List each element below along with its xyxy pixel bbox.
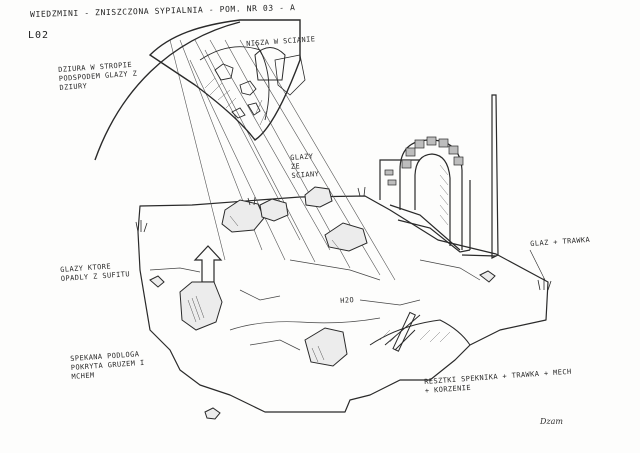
floor-outline <box>137 195 549 413</box>
wall-niche <box>254 47 286 81</box>
note-hole-in-ceiling: DZIURA W STROPIE PODSPODEM GLAZY Z DZIUR… <box>58 60 138 92</box>
callout-lines <box>254 41 546 281</box>
grass-tufts <box>135 186 552 291</box>
debris-pile <box>369 311 471 352</box>
floor-cracks <box>149 259 481 351</box>
arch-shading <box>439 164 449 226</box>
arch-stones <box>384 136 464 186</box>
note-cracked-floor: SPEKANA PODLOGA POKRYTA GRUZEM I MCHEM <box>70 350 145 381</box>
light-beams <box>169 39 396 281</box>
ceiling-hole-shading <box>204 77 268 126</box>
ceiling-hole <box>94 19 306 161</box>
artist-signature: Dzam <box>540 417 563 426</box>
note-water: H2O <box>340 296 355 305</box>
sheet-code: L02 <box>28 30 50 41</box>
note-boulders-from-wall: GLAZY ZE SCIANY <box>290 152 320 180</box>
debris-hatch <box>379 329 451 343</box>
arrow-up-icon <box>193 245 223 283</box>
boulders <box>149 186 496 420</box>
back-wall <box>379 94 499 259</box>
boulder-shading <box>187 215 341 363</box>
